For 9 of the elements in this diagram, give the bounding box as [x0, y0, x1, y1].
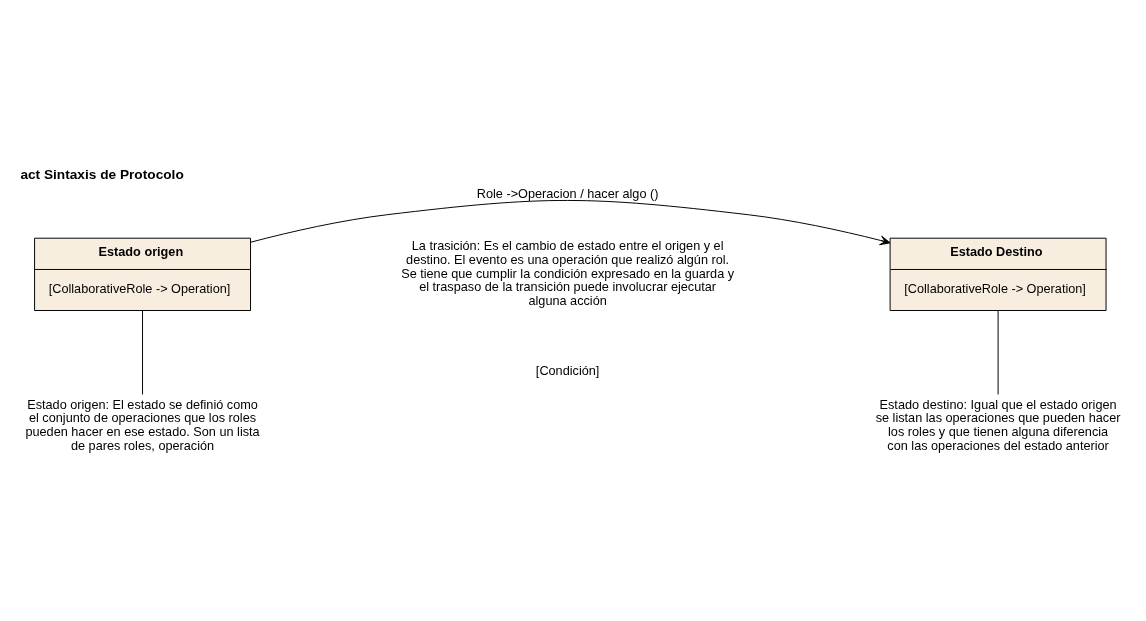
connector [142, 309, 144, 395]
connector [997, 309, 999, 395]
node-text: Estado destino: Igual que el estado origen se listan las operaciones que pueden hacer los roles y que tienen alguna diferencia con las operaciones del estado anterior [875, 397, 1121, 453]
edge-label: Role ->Operacion / hacer algo () [476, 186, 659, 201]
arrow [250, 199, 891, 245]
label: La trasición: Es el cambio de estado entre el origen y el destino. El evento es una operación que realizó algún rol. Se tiene que cumplir la condición expresado en la guarda y el traspaso de la transición puede involucrar ejecutar alguna acción [401, 238, 735, 308]
label: [Condición] [535, 363, 600, 378]
node-text: Estado origen: El estado se definió como el conjunto de operaciones que los roles pueden hacer en ese estado. Son un lista de pares roles, operación [25, 397, 260, 453]
diagram-title: act Sintaxis de Protocolo [20, 166, 184, 182]
